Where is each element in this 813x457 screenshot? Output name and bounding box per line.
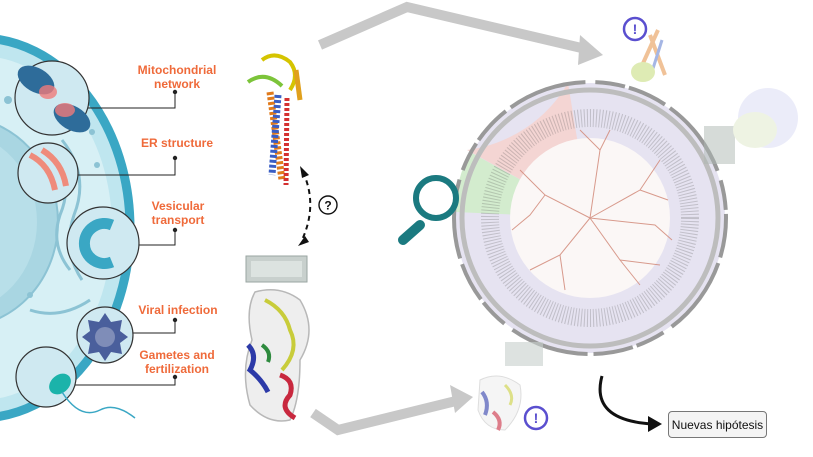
label-gametes-line2: fertilization [144,362,209,376]
label-mitochondrial-network: Mitochondrial network [132,63,222,91]
top-gray-arrow [317,1,603,65]
label-mito-line2: network [153,77,200,91]
label-mito-line1: Mitochondrial [137,63,217,77]
label-viral-line1: Viral infection [138,303,218,317]
label-gametes-line1: Gametes and [139,348,215,362]
viral-callout [76,306,134,364]
vesicle-callout [66,206,140,280]
protein-structure-top [246,53,303,186]
label-vesicle-line1: Vesicular [151,199,205,213]
label-er-structure: ER structure [135,136,219,150]
curved-arrow-icon [598,375,662,432]
question-icon [318,195,338,215]
exclamation-icon-bottom [523,405,549,431]
exclamation-mark-top: ! [633,21,638,37]
connector-lines [68,92,176,386]
er-callout [17,142,79,204]
gametes-callout [15,346,136,419]
mito-callout [14,60,91,136]
connector-dots [172,89,178,380]
protein-structure-bottom [244,255,310,422]
bottom-gray-arrow [310,385,473,436]
exclamation-icon-top [622,16,648,42]
label-gametes-fertilization: Gametes and fertilization [130,348,224,376]
protein-thumb-right [704,88,798,164]
protein-thumb-bottom [477,342,543,431]
magnifier-icon [398,175,459,245]
label-vesicular-transport: Vesicular transport [140,199,216,227]
dashed-double-arrow [298,166,312,246]
question-mark: ? [324,199,331,213]
label-vesicle-line2: transport [151,213,205,227]
label-er-line1: ER structure [140,136,214,150]
new-hypotheses-button[interactable]: Nuevas hipótesis [668,411,767,438]
label-viral-infection: Viral infection [133,303,223,317]
exclamation-mark-bottom: ! [534,410,539,426]
protein-thumb-top [631,29,667,82]
phylogenetic-tree [452,80,728,356]
